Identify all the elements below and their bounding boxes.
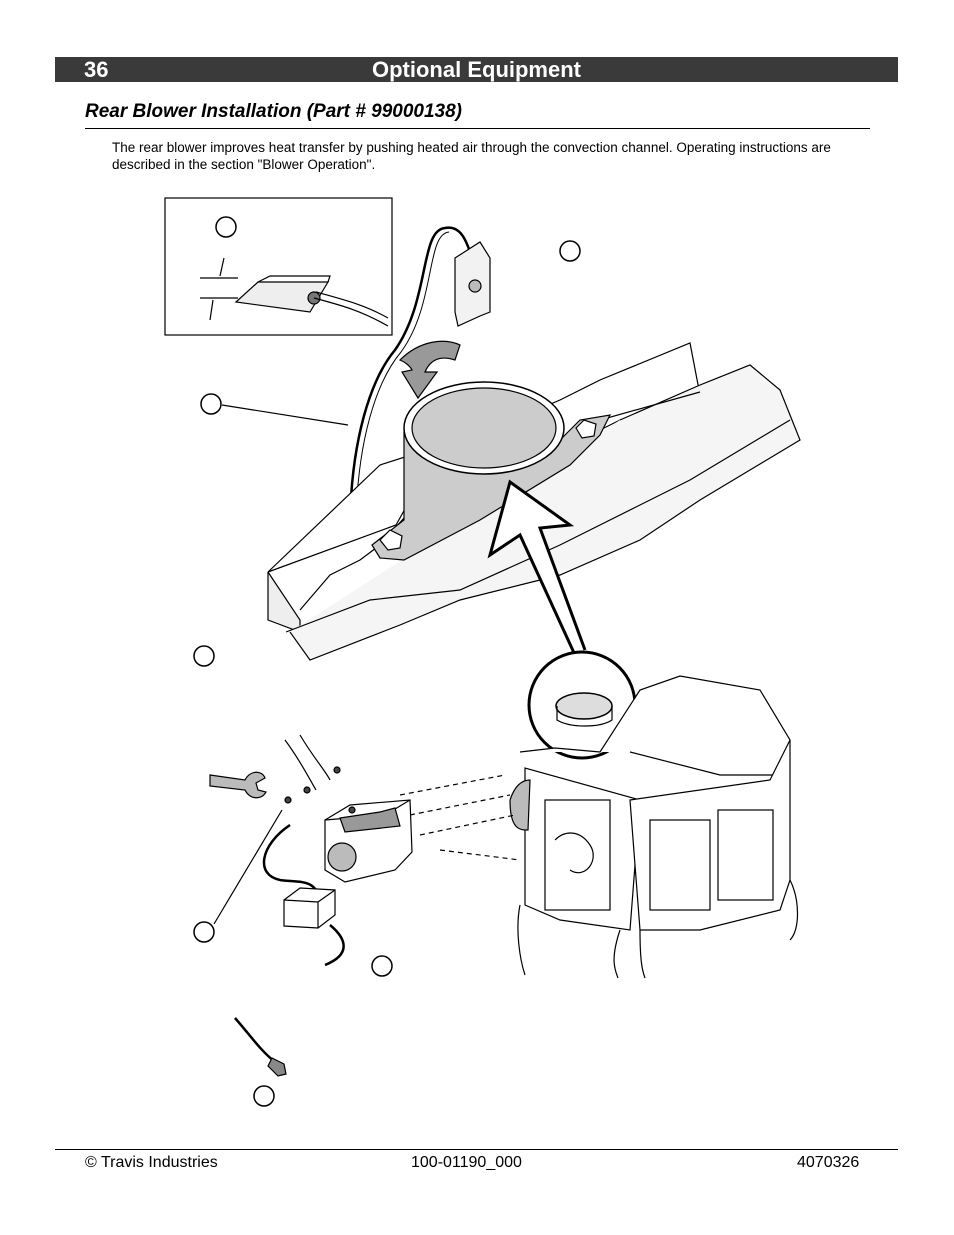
adapter-cord (262, 823, 322, 901)
subsection-title: Rear Blower Installation (Part # 9900013… (85, 101, 462, 122)
footer-copyright: © Travis Industries (85, 1154, 218, 1171)
section-title: Optional Equipment (372, 57, 581, 82)
screws (284, 766, 356, 814)
intro-paragraph: The rear blower improves heat transfer b… (112, 140, 831, 172)
callout-circle-screw (193, 921, 215, 943)
inset-detail-box (164, 197, 393, 336)
plug-cord (234, 1017, 276, 1063)
footer-doc-number: 100-01190_000 (411, 1154, 522, 1171)
leader-line-b (213, 809, 283, 925)
page-header-bar: 36 Optional Equipment (55, 57, 898, 82)
inset-bracket-detail (200, 257, 389, 327)
subsection-divider (85, 128, 870, 129)
guide-lines (399, 774, 521, 861)
callout-circle-cord (200, 393, 222, 415)
leader-line-a (221, 404, 349, 426)
install-direction-arrow (398, 340, 461, 400)
footer-part-code: 4070326 (797, 1154, 860, 1171)
callout-circle-channel (193, 645, 215, 667)
power-adapter (283, 887, 336, 929)
callout-circle-plug (253, 1085, 275, 1107)
wrench-icon (209, 771, 267, 799)
stove-illustration (509, 675, 799, 979)
power-cord (348, 226, 472, 521)
blower-control-box (324, 799, 413, 883)
callout-circle-inset (215, 216, 237, 238)
page-number: 36 (84, 57, 109, 82)
callout-circle-adapter (371, 955, 393, 977)
location-arrow (487, 479, 587, 656)
power-plug-icon (267, 1057, 287, 1077)
footer-divider (55, 1149, 898, 1150)
lead-wires (284, 734, 331, 791)
callout-circle-bracket (559, 240, 581, 262)
